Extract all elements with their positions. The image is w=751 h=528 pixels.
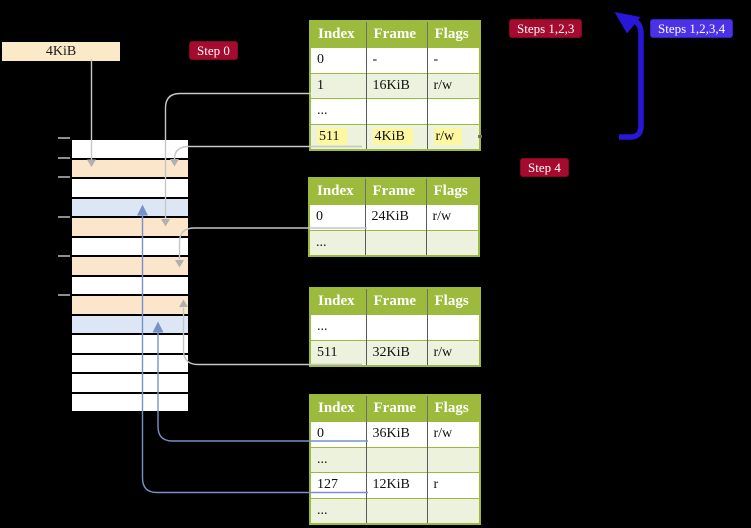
pt-header-frame: Frame bbox=[365, 21, 427, 48]
highlighted-value: 4KiB bbox=[372, 127, 413, 145]
pt-cell: 24KiB bbox=[364, 204, 426, 230]
pt-cell bbox=[426, 497, 480, 524]
pt-row: 0-- bbox=[310, 47, 480, 73]
pt-cell bbox=[365, 446, 427, 473]
highlighted-value: 511 bbox=[317, 127, 348, 145]
pt-header-flags: Flags bbox=[426, 395, 480, 422]
memory-boundary-tick bbox=[58, 176, 70, 179]
pt-cell: ... bbox=[310, 446, 366, 473]
pt-cell bbox=[365, 497, 427, 524]
pt-row: ... bbox=[309, 229, 479, 256]
pt-cell: 0 bbox=[309, 204, 365, 230]
highlighted-value: r/w bbox=[433, 127, 463, 145]
pt-header-index: Index bbox=[310, 21, 366, 48]
pt-header-index: Index bbox=[310, 395, 366, 422]
pt-cell: 0 bbox=[310, 47, 366, 73]
memory-frame-row-mapped-alt bbox=[72, 196, 188, 216]
pt-cell: ... bbox=[310, 314, 366, 340]
memory-frame-row-free bbox=[72, 372, 188, 392]
memory-frame-row-mapped bbox=[72, 216, 188, 236]
memory-frame-row-mapped bbox=[72, 157, 188, 177]
pt-cell: ... bbox=[309, 229, 365, 256]
pt-cell bbox=[426, 98, 480, 124]
pt-cell: r/w bbox=[426, 339, 480, 366]
memory-boundary-tick bbox=[58, 215, 70, 218]
pt-header-flags: Flags bbox=[425, 178, 479, 205]
physical-memory-column bbox=[70, 138, 190, 413]
memory-frame-row-mapped bbox=[72, 255, 188, 275]
pt-cell: r/w bbox=[426, 123, 480, 150]
pt-cell: 127 bbox=[310, 472, 366, 498]
pt-header-frame: Frame bbox=[365, 288, 427, 315]
memory-frame-row-free bbox=[72, 352, 188, 372]
memory-frame-row-free bbox=[72, 274, 188, 294]
pt-cell: ... bbox=[310, 98, 366, 124]
badge-steps-1234: Steps 1,2,3,4 bbox=[650, 19, 734, 38]
pt-cell: r/w bbox=[426, 421, 480, 447]
pt-row: ... bbox=[310, 98, 480, 124]
pt-cell: - bbox=[365, 47, 427, 73]
pt-row: ... bbox=[310, 497, 480, 524]
pt-cell: 12KiB bbox=[365, 472, 427, 498]
frame-size-label: 4KiB bbox=[45, 44, 77, 59]
pt-cell: r/w bbox=[426, 72, 480, 99]
memory-frame-row-free bbox=[72, 140, 188, 158]
pt-cell bbox=[426, 314, 480, 340]
pt-cell: 4KiB bbox=[365, 123, 427, 150]
memory-boundary-tick bbox=[58, 294, 70, 297]
pt-header-frame: Frame bbox=[365, 395, 427, 422]
pt-cell: 16KiB bbox=[365, 72, 427, 99]
memory-frame-row-free bbox=[72, 333, 188, 353]
pt-cell bbox=[364, 229, 426, 256]
pt-cell bbox=[425, 229, 479, 256]
pt-cell: r bbox=[426, 472, 480, 498]
badge-step-0: Step 0 bbox=[189, 41, 238, 60]
pt-cell: 36KiB bbox=[365, 421, 427, 447]
frame-size-label-box: 4KiB bbox=[2, 42, 120, 61]
pt-cell bbox=[426, 446, 480, 473]
pt-cell: 32KiB bbox=[365, 339, 427, 366]
pt-cell: 1 bbox=[310, 72, 366, 99]
pt-header-flags: Flags bbox=[426, 21, 480, 48]
memory-frame-row-free bbox=[72, 177, 188, 197]
pt-cell bbox=[365, 314, 427, 340]
pt-cell: r/w bbox=[425, 204, 479, 230]
badge-step-4: Step 4 bbox=[520, 158, 569, 177]
memory-boundary-tick bbox=[58, 254, 70, 257]
pt-cell: - bbox=[426, 47, 480, 73]
memory-boundary-tick bbox=[58, 156, 70, 159]
pt-cell bbox=[365, 98, 427, 124]
pt-cell: ... bbox=[310, 497, 366, 524]
memory-boundary-tick bbox=[58, 137, 70, 139]
memory-frame-row-mapped-alt bbox=[72, 313, 188, 333]
pt-header-index: Index bbox=[309, 178, 365, 205]
arrow-loop-back-to-top-table bbox=[614, 12, 644, 140]
pt-row: 511 4KiB r/w bbox=[310, 123, 480, 150]
pt-header-index: Index bbox=[310, 288, 366, 315]
badge-steps-123: Steps 1,2,3 bbox=[509, 19, 583, 38]
pt-header-flags: Flags bbox=[426, 288, 480, 315]
pt-cell: 511 bbox=[310, 339, 366, 366]
memory-frame-row-free bbox=[72, 235, 188, 255]
pt-header-frame: Frame bbox=[364, 178, 426, 205]
memory-frame-row-free bbox=[72, 391, 188, 411]
pt-cell: 0 bbox=[310, 421, 366, 447]
pt-row: ... bbox=[310, 446, 480, 473]
pt-cell: 511 bbox=[310, 123, 366, 150]
memory-frame-row-mapped bbox=[72, 294, 188, 314]
pt-row: ... bbox=[310, 314, 480, 340]
